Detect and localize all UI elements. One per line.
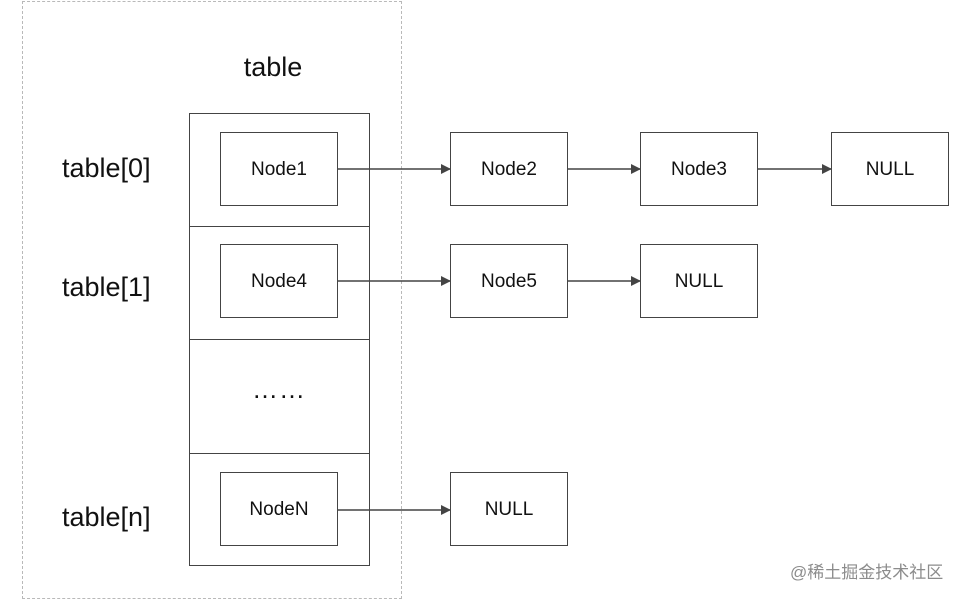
node-node2: Node2 bbox=[450, 132, 568, 206]
node-null-row-n: NULL bbox=[450, 472, 568, 546]
node-node4: Node4 bbox=[220, 244, 338, 318]
cell-divider bbox=[189, 453, 370, 454]
cell-divider bbox=[189, 339, 370, 340]
node-null-row-1: NULL bbox=[640, 244, 758, 318]
row-label-table-n: table[n] bbox=[62, 502, 151, 532]
node-noden: NodeN bbox=[220, 472, 338, 546]
watermark: @稀土掘金技术社区 bbox=[790, 563, 944, 582]
node-node5: Node5 bbox=[450, 244, 568, 318]
cell-divider bbox=[189, 226, 370, 227]
table-title: table bbox=[243, 52, 303, 82]
ellipsis: …… bbox=[252, 374, 306, 404]
node-node1: Node1 bbox=[220, 132, 338, 206]
row-label-table-0: table[0] bbox=[62, 153, 151, 183]
node-node3: Node3 bbox=[640, 132, 758, 206]
node-null-row-0: NULL bbox=[831, 132, 949, 206]
table-frame bbox=[22, 1, 402, 599]
row-label-table-1: table[1] bbox=[62, 272, 151, 302]
